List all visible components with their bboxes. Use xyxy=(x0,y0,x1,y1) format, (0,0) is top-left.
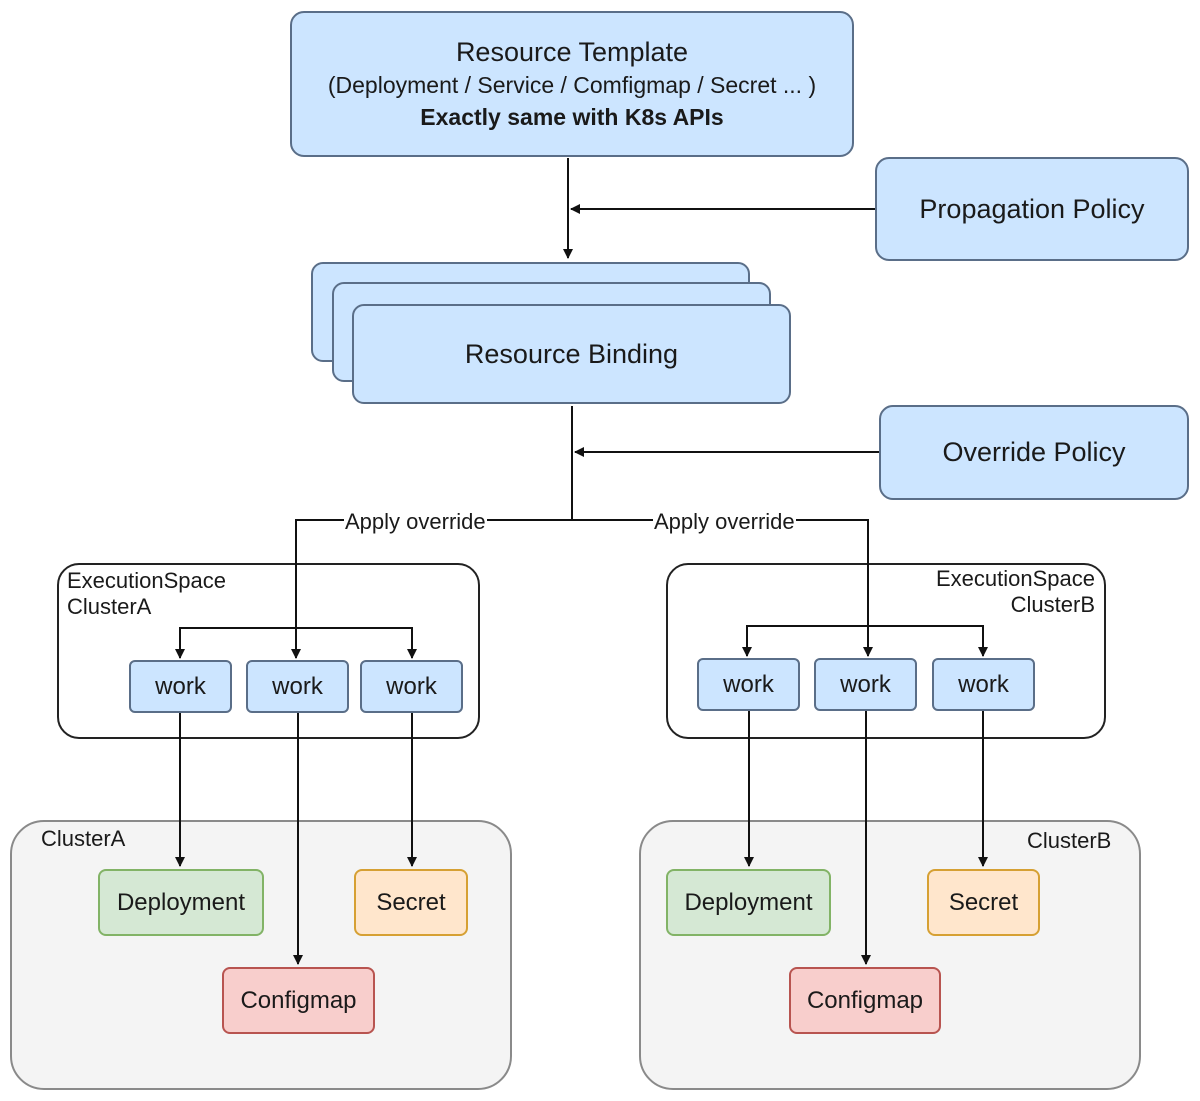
work-distribution-b xyxy=(742,625,988,657)
execution-space-a-line1: ExecutionSpace xyxy=(67,568,226,593)
work-node-a2: work xyxy=(246,660,349,713)
apply-override-right-label: Apply override xyxy=(653,509,796,534)
cluster-b-deployment: Deployment xyxy=(666,869,831,936)
cluster-a-configmap: Configmap xyxy=(222,967,375,1034)
execution-space-b-line1: ExecutionSpace xyxy=(936,566,1095,591)
apply-override-right-connector xyxy=(572,519,873,657)
propagation-policy-node: Propagation Policy xyxy=(875,157,1189,261)
apply-override-left-label: Apply override xyxy=(344,509,487,534)
cluster-a-label: ClusterA xyxy=(41,826,126,851)
execution-space-b-label: ExecutionSpace ClusterB xyxy=(936,566,1095,618)
apply-override-left-connector xyxy=(291,519,572,659)
cluster-b-container xyxy=(639,820,1141,1090)
execution-space-b-line2: ClusterB xyxy=(1010,592,1095,617)
resource-template-title: Resource Template xyxy=(455,37,689,67)
propagation-policy-label: Propagation Policy xyxy=(919,193,1145,224)
work-node-b3: work xyxy=(932,658,1035,711)
work-distribution-a xyxy=(175,627,417,659)
override-policy-label: Override Policy xyxy=(942,437,1126,467)
resource-binding-node: Resource Binding xyxy=(352,304,791,404)
work-node-b1: work xyxy=(697,658,800,711)
cluster-a-deployment: Deployment xyxy=(98,869,264,936)
resource-binding-label: Resource Binding xyxy=(464,338,679,369)
cluster-b-configmap: Configmap xyxy=(789,967,941,1034)
work-node-a3: work xyxy=(360,660,463,713)
cluster-b-secret: Secret xyxy=(927,869,1040,936)
execution-space-a-label: ExecutionSpace ClusterA xyxy=(67,568,226,620)
work-node-a1: work xyxy=(129,660,232,713)
work-node-b2: work xyxy=(814,658,917,711)
resource-template-node: Resource Template (Deployment / Service … xyxy=(290,11,854,157)
resource-template-subtitle: (Deployment / Service / Comfigmap / Secr… xyxy=(327,72,817,98)
execution-space-a-line2: ClusterA xyxy=(67,594,152,619)
cluster-a-container xyxy=(10,820,512,1090)
resource-template-note: Exactly same with K8s APIs xyxy=(420,104,724,130)
override-policy-node: Override Policy xyxy=(879,405,1189,500)
cluster-a-secret: Secret xyxy=(354,869,468,936)
cluster-b-label: ClusterB xyxy=(1027,828,1112,853)
